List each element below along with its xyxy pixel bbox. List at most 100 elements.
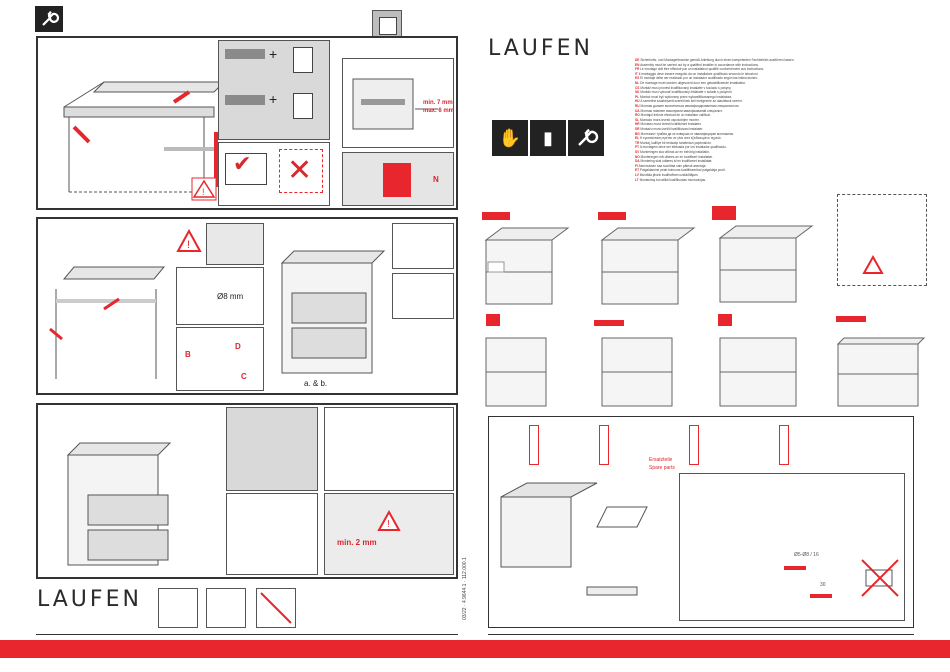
cabinet-adjust-drawing bbox=[66, 442, 172, 566]
instruction-row: LT Montavimą turi atlikti kvalifikuotas … bbox=[635, 178, 706, 182]
check-icon: ✔ bbox=[233, 151, 252, 176]
footer-bar bbox=[0, 640, 950, 658]
variant-grid bbox=[482, 194, 927, 412]
instruction-row: EN Assembly must be carried out by a qua… bbox=[635, 63, 759, 67]
svg-text:!: ! bbox=[202, 187, 205, 197]
instruction-text: Η εγκατάσταση πρέπει να γίνει από εξειδι… bbox=[639, 136, 722, 141]
screw-detail-box: + + bbox=[218, 40, 330, 140]
instruction-text: Monteringen må utføres av en kvalifisert… bbox=[640, 154, 713, 159]
variant-7 bbox=[719, 337, 797, 407]
instruction-code: PL bbox=[635, 94, 640, 99]
step-3-panel: ! min. 2 mm bbox=[36, 403, 458, 579]
fragile-icon bbox=[158, 588, 198, 628]
variant-3 bbox=[718, 225, 814, 303]
spare-parts-label-2: Spare parts bbox=[649, 465, 675, 471]
warning-icon: ! bbox=[191, 177, 217, 201]
part-checklist: Ersatzteile Spare parts bbox=[529, 425, 829, 475]
dimension-b: 30 bbox=[820, 582, 826, 588]
svg-text:!: ! bbox=[387, 519, 390, 530]
laufen-logo-top: LAUFEN bbox=[488, 36, 593, 61]
instruction-code: UA bbox=[635, 108, 640, 113]
variant-tab-8 bbox=[836, 316, 866, 322]
no-rack-icon bbox=[861, 559, 899, 597]
instruction-text: Le montage doit être effectué par un ins… bbox=[640, 67, 764, 72]
variant-tab-1 bbox=[482, 212, 510, 220]
cabinet-with-drawers-drawing bbox=[280, 250, 386, 374]
instruction-row: UA Монтаж повинен виконувати кваліфікова… bbox=[635, 109, 723, 113]
instruction-text: Monteringen ska utföras av en behörig in… bbox=[640, 150, 710, 154]
detail-box-dashed bbox=[837, 194, 927, 286]
instruction-row: RO Montajul trebuie efectuat de un insta… bbox=[635, 113, 711, 117]
instruction-text: Montajul trebuie efectuat de un instalat… bbox=[640, 113, 711, 118]
variant-tab-2 bbox=[598, 212, 626, 220]
instruction-row: NL De montage moet worden uitgevoerd doo… bbox=[635, 81, 746, 85]
instruction-text: El montaje debe ser realizado por un ins… bbox=[640, 76, 758, 81]
step-2-panel: ! Ø8 mm B D C a. & b. bbox=[36, 217, 458, 395]
instruction-code: LV bbox=[635, 173, 639, 177]
instruction-code: BG bbox=[635, 131, 640, 136]
instruction-code: SR bbox=[635, 127, 640, 131]
instruction-code: ES bbox=[635, 76, 640, 81]
variant-tab-6 bbox=[594, 320, 624, 326]
instruction-code: DA bbox=[635, 159, 640, 164]
instruction-code: RU bbox=[635, 104, 640, 108]
instruction-code: EL bbox=[635, 136, 640, 141]
cross-icon: ✕ bbox=[287, 154, 313, 187]
instruction-row: LV Montāža jāveic kvalificētam uzstādītā… bbox=[635, 173, 698, 177]
instruction-text: Il montaggio deve essere eseguito da un … bbox=[638, 71, 759, 76]
screw-adjust-box bbox=[324, 407, 454, 491]
instruction-row: SV Monteringen ska utföras av en behörig… bbox=[635, 150, 710, 154]
warning-icon bbox=[862, 254, 884, 274]
instruction-text: A szerelést szakképzett szerelőnek kell … bbox=[640, 99, 743, 104]
max-dimension-label: max. 6 mm bbox=[423, 108, 455, 114]
instruction-code: SK bbox=[635, 90, 640, 95]
instruction-row: HU A szerelést szakképzett szerelőnek ke… bbox=[635, 99, 743, 103]
label-n: N bbox=[433, 175, 439, 184]
instruction-text: Montavimą turi atlikti kvalifikuotas mon… bbox=[639, 177, 706, 182]
instruction-code: CS bbox=[635, 85, 640, 90]
drawer-bottom-box bbox=[392, 273, 454, 319]
instruction-text: Montažu mora izvršiti kvalifikovani inst… bbox=[640, 127, 704, 131]
instruction-code: HU bbox=[635, 99, 640, 104]
hinge-detail-box bbox=[206, 223, 264, 265]
right-bottom-rule bbox=[488, 634, 914, 635]
instruction-code: ET bbox=[635, 168, 640, 173]
drawer-runner-box bbox=[342, 58, 454, 148]
instruction-row: EL Η εγκατάσταση πρέπει να γίνει από εξε… bbox=[635, 136, 721, 140]
instruction-text: Montaj, kalifiye bir tesisatçı tarafında… bbox=[640, 140, 712, 145]
hole-diameter-label: Ø8 mm bbox=[217, 292, 244, 301]
instruction-list: DE Sicherheits- und Montagehinweise gemä… bbox=[635, 58, 925, 193]
cabinet-exploded-drawing bbox=[500, 482, 648, 596]
instruction-text: Montáž musí vykonať kvalifikovaný inštal… bbox=[640, 90, 733, 95]
instruction-code: DE bbox=[635, 58, 640, 62]
instruction-row: IT Il montaggio deve essere eseguito da … bbox=[635, 72, 758, 76]
variant-8 bbox=[836, 337, 926, 407]
doc-code: 03/22 · 4.9644.1 · 112.000.1 bbox=[462, 557, 468, 620]
instruction-text: Paigaldamine peab toimuma kvalifitseerit… bbox=[639, 168, 726, 173]
instruction-row: PT A montagem deve ser efetuada por um i… bbox=[635, 145, 727, 149]
instruction-text: Montažu mora izvesti kvalificirani insta… bbox=[640, 122, 702, 127]
drawer-top-box bbox=[392, 223, 454, 269]
variant-5 bbox=[485, 337, 547, 407]
min-dimension-label: min. 7 mm bbox=[423, 100, 453, 106]
laufen-logo-bottom: LAUFEN bbox=[37, 587, 142, 612]
gap-detail-box: ! min. 2 mm bbox=[324, 493, 454, 575]
no-tools-icon bbox=[256, 588, 296, 628]
instruction-row: ET Paigaldamine peab toimuma kvalifitsee… bbox=[635, 168, 726, 172]
instruction-code: NL bbox=[635, 81, 640, 85]
instruction-text: De montage moet worden uitgevoerd door e… bbox=[640, 81, 746, 85]
gap-label: min. 2 mm bbox=[337, 538, 377, 547]
instruction-row: HR Montažu mora izvesti kvalificirani in… bbox=[635, 122, 702, 126]
warning-icon: ! bbox=[176, 228, 202, 252]
gloves-icon: ✋ bbox=[492, 120, 528, 156]
instruction-code: HR bbox=[635, 122, 640, 127]
instruction-row: NO Monteringen må utføres av en kvalifis… bbox=[635, 155, 713, 159]
instruction-row: TR Montaj, kalifiye bir tesisatçı tarafı… bbox=[635, 141, 712, 145]
svg-text:!: ! bbox=[187, 239, 190, 251]
variant-6 bbox=[601, 337, 673, 407]
instruction-code: FR bbox=[635, 67, 640, 72]
instruction-row: PL Montaż musi być wykonany przez wykwal… bbox=[635, 95, 732, 99]
label-c: C bbox=[241, 372, 247, 381]
instruction-row: SL Montažo mora izvesti usposobljen mont… bbox=[635, 118, 700, 122]
instruction-text: Montering skal udføres af en kvalificere… bbox=[640, 159, 713, 164]
